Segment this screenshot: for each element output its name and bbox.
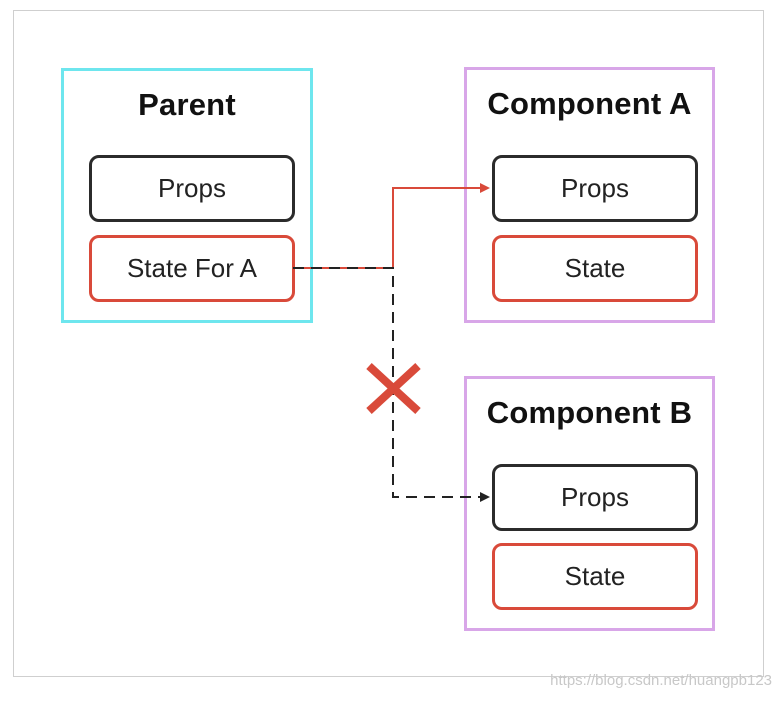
component-b-props-box: Props (492, 464, 698, 531)
parent-props-box: Props (89, 155, 295, 222)
component-a-props-box: Props (492, 155, 698, 222)
watermark: https://blog.csdn.net/huangpb123 (550, 672, 772, 689)
component-b-panel: Component B Props State (464, 376, 715, 631)
component-a-title: Component A (487, 86, 692, 121)
component-a-state-box: State (492, 235, 698, 302)
parent-panel: Parent Props State For A (61, 68, 313, 323)
parent-state-box: State For A (89, 235, 295, 302)
parent-title: Parent (138, 87, 236, 122)
component-b-state-box: State (492, 543, 698, 610)
component-b-title: Component B (486, 395, 693, 430)
component-a-panel: Component A Props State (464, 67, 715, 323)
